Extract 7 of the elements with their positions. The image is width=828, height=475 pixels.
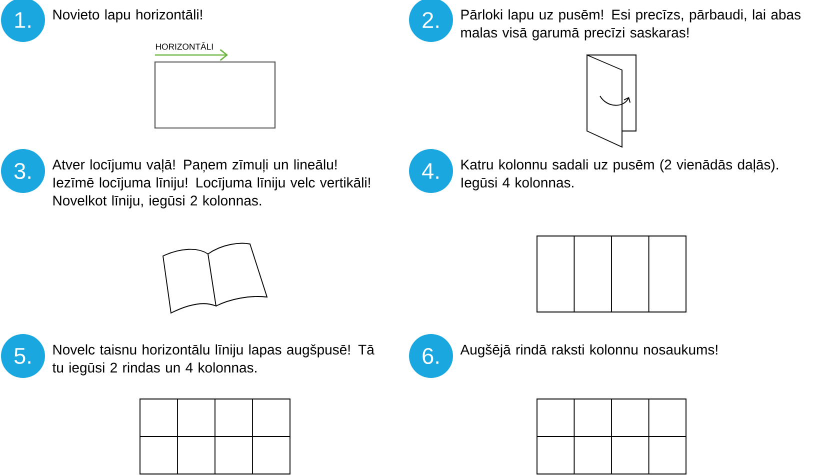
instruction-text: Augšējā rindā raksti kolonnu nosaukums! — [460, 344, 718, 358]
instruction-text: Atver locījumu vaļā! Paņem zīmuļi un lineālu! Iezīmē locījuma līniju! Locījuma līniju velc vertikāli! Novelkot līniju, iegūsi 2 kolonnas. — [52, 159, 370, 208]
arrow-label: HORIZONTĀLI — [156, 42, 213, 50]
instruction-text: Novelc taisnu horizontālu līniju lapas augšpusē! Tā tu iegūsi 2 rindas un 4 kolonnas. — [52, 344, 374, 376]
instruction-text: Novieto lapu horizontāli! — [53, 9, 202, 22]
instruction-text: Pārloki lapu uz pusēm! Esi precīzs, pārbaudi, lai abas malas visā garumā precīzi saskaras! — [461, 9, 801, 40]
instruction-text: Katru kolonnu sadali uz pusēm (2 vienādās daļās). Iegūsi 4 kolonnas. — [461, 159, 778, 190]
